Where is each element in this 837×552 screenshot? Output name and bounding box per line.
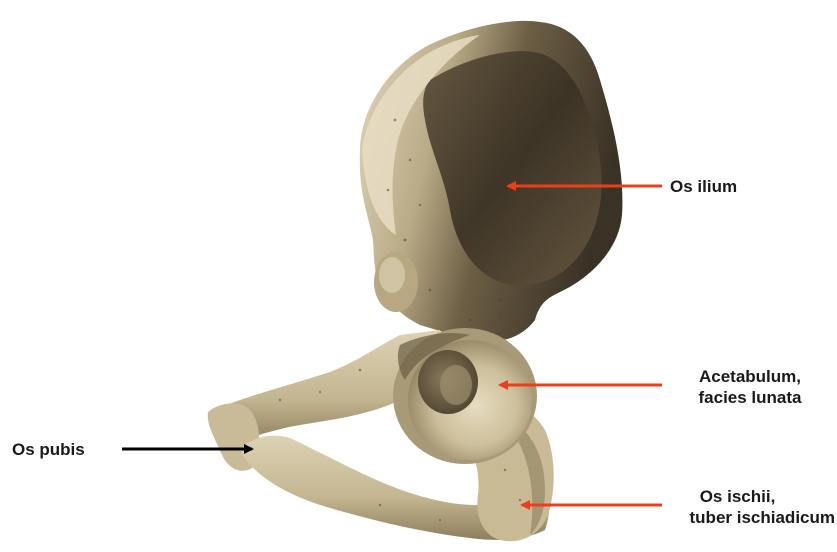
hip-bone-illustration [208, 21, 623, 541]
label-acetabulum: Acetabulum, facies lunata [670, 366, 830, 408]
label-os-ischii: Os ischii, tuber ischiadicum [640, 486, 835, 528]
label-os-pubis: Os pubis [12, 439, 85, 460]
label-os-ilium: Os ilium [670, 176, 737, 197]
label-os-ischii-line2: tuber ischiadicum [640, 507, 835, 528]
label-os-ischii-line1: Os ischii, [640, 486, 835, 507]
label-acetabulum-line1: Acetabulum, [670, 366, 830, 387]
label-acetabulum-line2: facies lunata [670, 387, 830, 408]
